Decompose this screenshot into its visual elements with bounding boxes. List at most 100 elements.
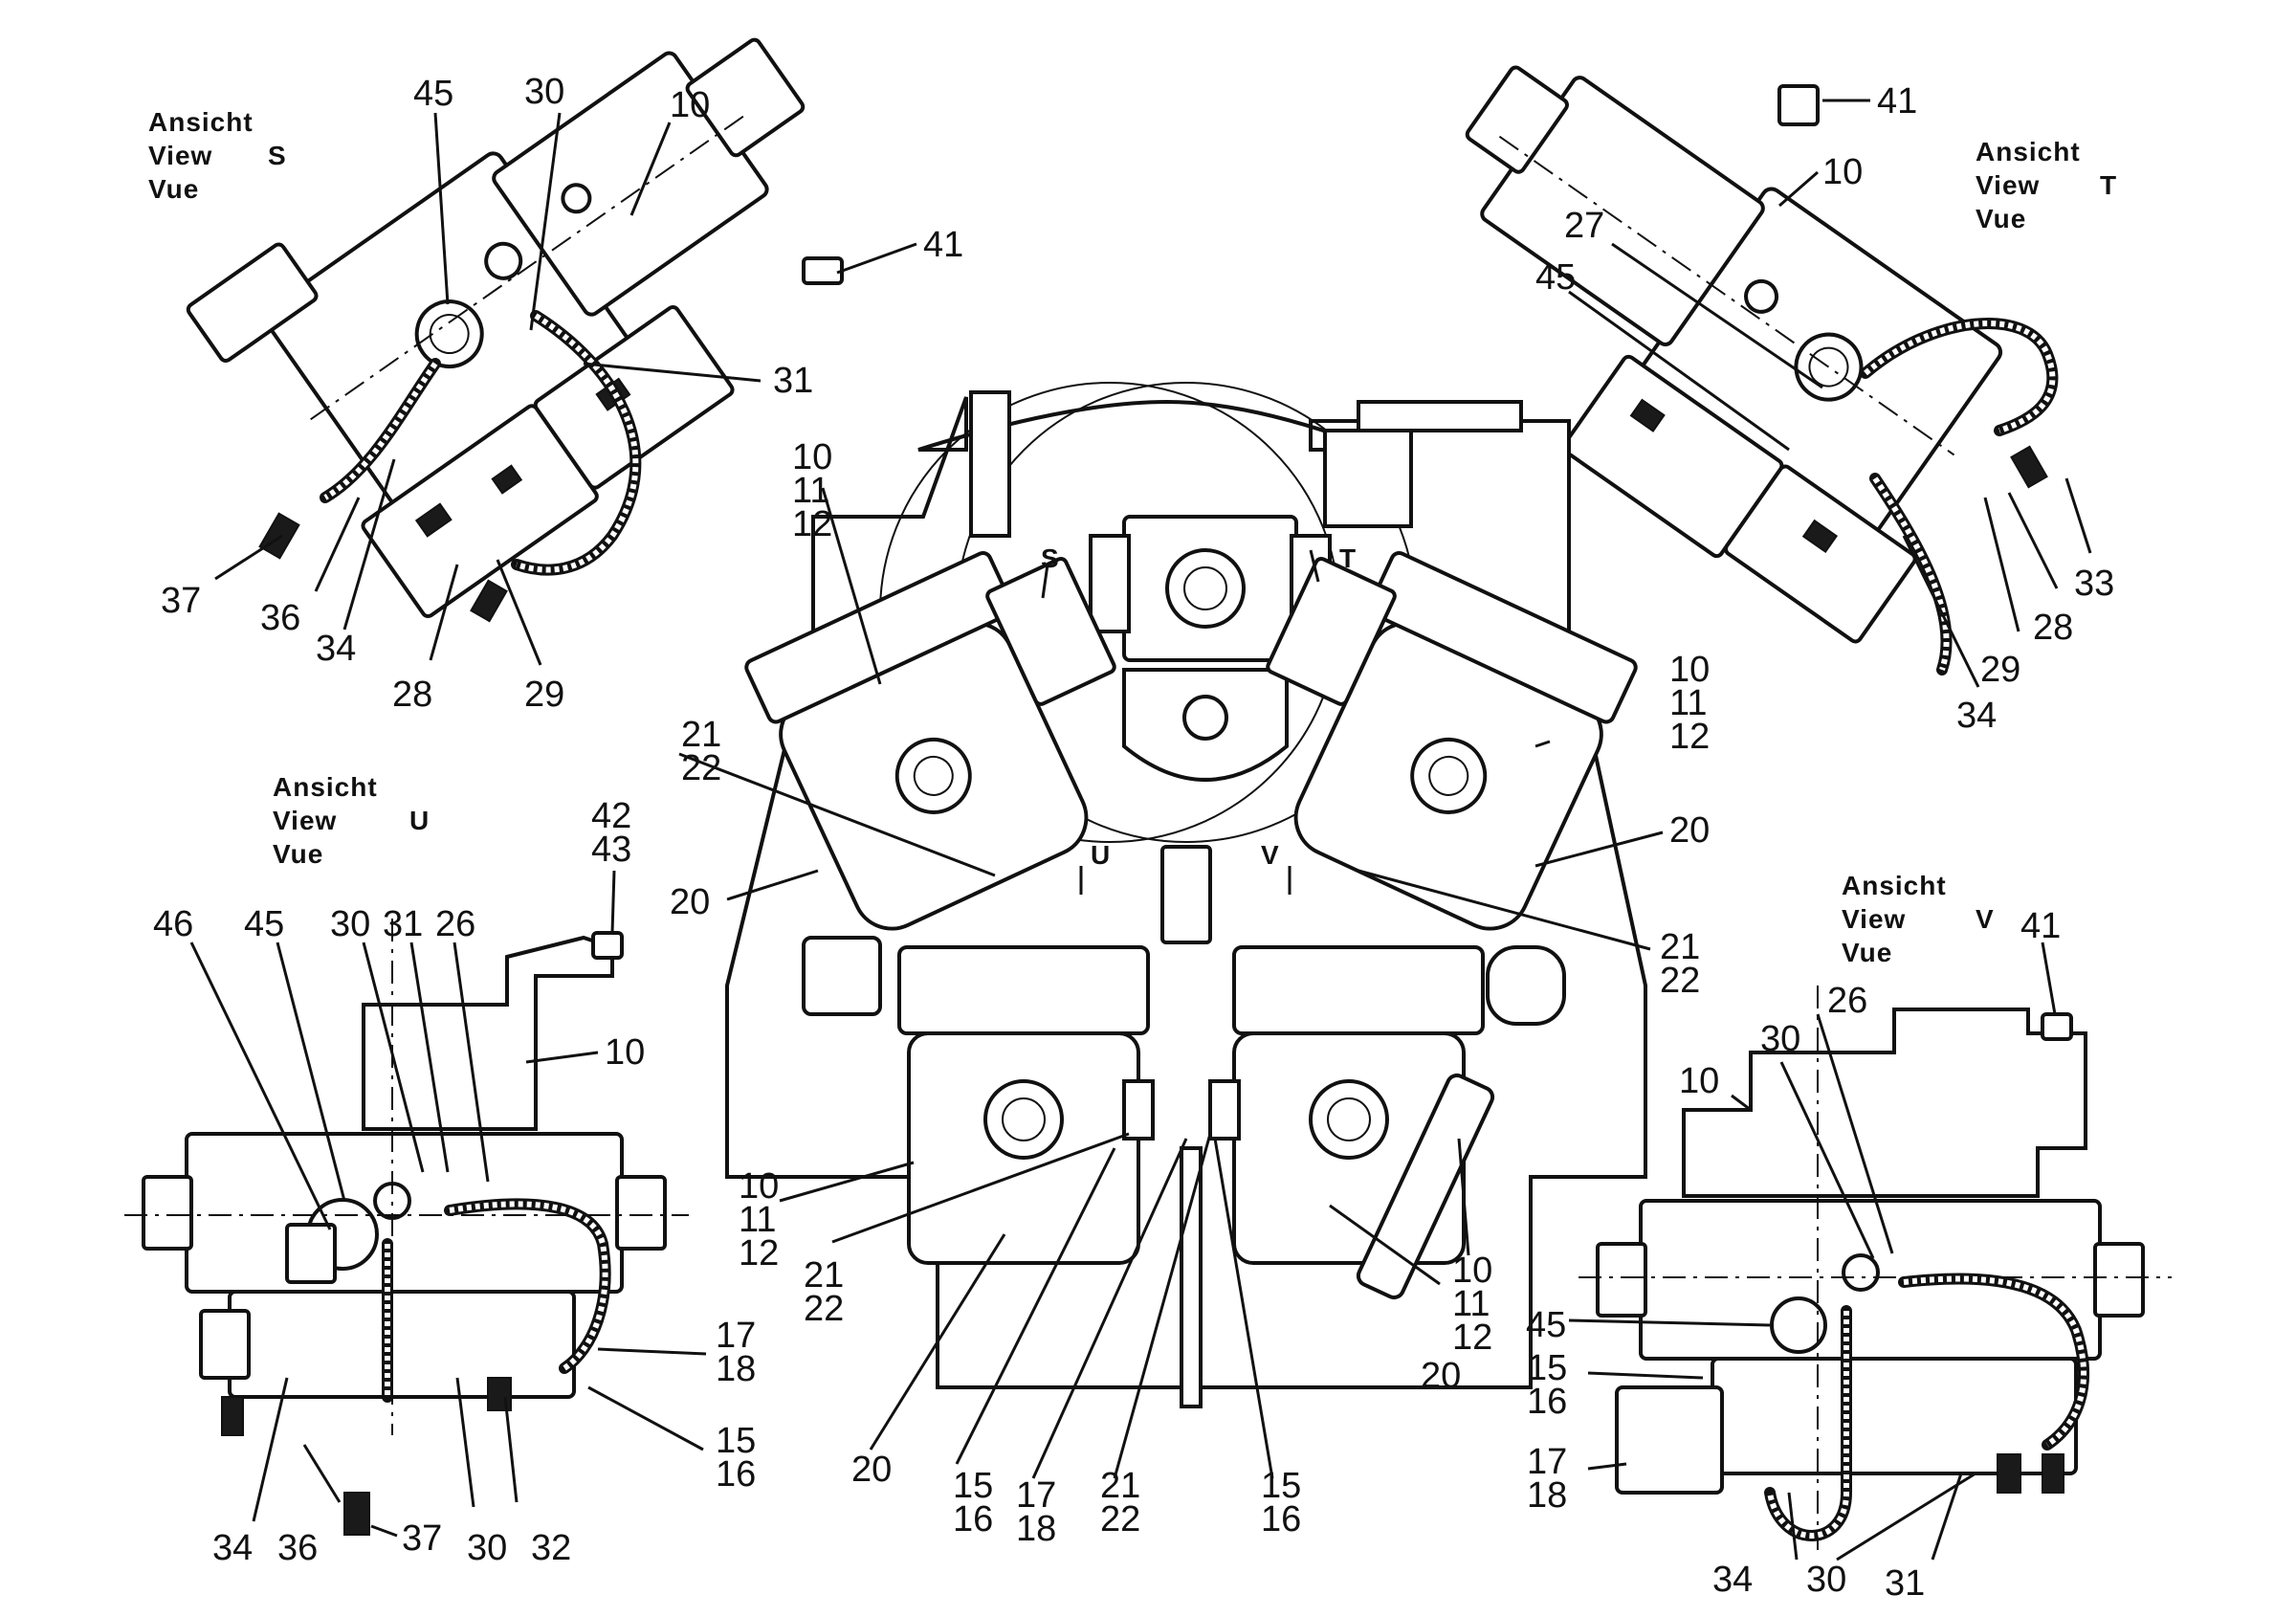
view-s-letter: S bbox=[268, 141, 287, 170]
label-10: 10 bbox=[1452, 1251, 1492, 1291]
label-30: 30 bbox=[330, 904, 370, 944]
label-18: 18 bbox=[716, 1349, 756, 1389]
label-30: 30 bbox=[1760, 1019, 1800, 1059]
label-15: 15 bbox=[716, 1421, 756, 1461]
arrow-u-label: U bbox=[1091, 840, 1111, 870]
label-15: 15 bbox=[1261, 1466, 1301, 1506]
arrow-v-label: V bbox=[1261, 840, 1280, 870]
view-t-title-de: Ansicht bbox=[1976, 137, 2081, 166]
view-v-title-fr: Vue bbox=[1842, 938, 1892, 967]
label-45: 45 bbox=[244, 904, 284, 944]
label-20: 20 bbox=[1669, 810, 1710, 851]
label-15: 15 bbox=[1527, 1348, 1567, 1388]
label-12: 12 bbox=[792, 504, 832, 544]
label-36: 36 bbox=[260, 598, 300, 638]
view-v-title-en: View bbox=[1842, 904, 1906, 934]
view-v-title-de: Ansicht bbox=[1842, 871, 1947, 900]
label-31: 31 bbox=[383, 904, 423, 944]
label-16: 16 bbox=[716, 1454, 756, 1495]
label-45: 45 bbox=[413, 74, 453, 114]
center-leaders bbox=[678, 487, 1664, 1479]
label-11: 11 bbox=[792, 471, 829, 511]
label-34: 34 bbox=[1956, 696, 1997, 736]
label-37: 37 bbox=[161, 581, 201, 621]
label-11: 11 bbox=[1452, 1284, 1490, 1324]
view-s-title-en: View bbox=[148, 141, 212, 170]
label-17: 17 bbox=[1016, 1475, 1056, 1516]
view-u-letter: U bbox=[409, 806, 430, 835]
label-20: 20 bbox=[851, 1450, 892, 1490]
label-26: 26 bbox=[1827, 981, 1867, 1021]
label-41: 41 bbox=[1877, 81, 1917, 122]
label-16: 16 bbox=[953, 1499, 993, 1539]
label-22: 22 bbox=[681, 748, 721, 788]
center-assembly-drawing bbox=[725, 382, 1647, 1408]
view-v-leaders bbox=[1568, 941, 2057, 1562]
view-s-title-fr: Vue bbox=[148, 174, 199, 204]
label-33: 33 bbox=[2074, 564, 2114, 604]
label-18: 18 bbox=[1016, 1509, 1056, 1549]
view-t-title-en: View bbox=[1976, 170, 2040, 200]
view-t-drawing bbox=[1465, 65, 2059, 676]
label-46: 46 bbox=[153, 904, 193, 944]
label-22: 22 bbox=[804, 1289, 844, 1329]
label-20: 20 bbox=[1421, 1356, 1461, 1396]
label-43: 43 bbox=[591, 830, 631, 870]
view-t-letter: T bbox=[2100, 170, 2117, 200]
label-36: 36 bbox=[277, 1528, 318, 1568]
label-21: 21 bbox=[1660, 927, 1700, 967]
label-34: 34 bbox=[1712, 1560, 1753, 1600]
view-s-drawing bbox=[186, 37, 844, 623]
label-10: 10 bbox=[1822, 152, 1863, 192]
label-30: 30 bbox=[467, 1528, 507, 1568]
view-s-title-de: Ansicht bbox=[148, 107, 254, 137]
label-42: 42 bbox=[591, 796, 631, 836]
label-10: 10 bbox=[739, 1166, 779, 1207]
label-34: 34 bbox=[316, 629, 356, 669]
label-31: 31 bbox=[773, 361, 813, 401]
label-26: 26 bbox=[435, 904, 475, 944]
label-21: 21 bbox=[681, 715, 721, 755]
label-30: 30 bbox=[524, 72, 564, 112]
label-22: 22 bbox=[1100, 1499, 1140, 1539]
label-22: 22 bbox=[1660, 961, 1700, 1001]
label-15: 15 bbox=[953, 1466, 993, 1506]
view-v-letter: V bbox=[1976, 904, 1995, 934]
label-12: 12 bbox=[1452, 1318, 1492, 1358]
center-view-arrows bbox=[1041, 549, 1320, 895]
label-29: 29 bbox=[1980, 650, 2020, 690]
label-41: 41 bbox=[923, 225, 963, 265]
label-31: 31 bbox=[1885, 1563, 1925, 1604]
view-t-title-fr: Vue bbox=[1976, 204, 2026, 233]
label-30: 30 bbox=[1806, 1560, 1846, 1600]
view-u-title-fr: Vue bbox=[273, 839, 323, 869]
label-45: 45 bbox=[1526, 1305, 1566, 1345]
label-10: 10 bbox=[605, 1032, 645, 1073]
label-17: 17 bbox=[716, 1316, 756, 1356]
label-11: 11 bbox=[739, 1200, 776, 1240]
label-45: 45 bbox=[1535, 257, 1576, 298]
label-27: 27 bbox=[1564, 206, 1604, 246]
label-12: 12 bbox=[1669, 717, 1710, 757]
label-34: 34 bbox=[212, 1528, 253, 1568]
view-v-drawing bbox=[1578, 986, 2172, 1550]
label-16: 16 bbox=[1527, 1382, 1567, 1422]
label-29: 29 bbox=[524, 675, 564, 715]
view-u-title-de: Ansicht bbox=[273, 772, 378, 802]
label-10: 10 bbox=[792, 437, 832, 477]
view-s-leaders bbox=[214, 112, 917, 666]
label-12: 12 bbox=[739, 1233, 779, 1274]
label-16: 16 bbox=[1261, 1499, 1301, 1539]
label-10: 10 bbox=[670, 85, 710, 125]
view-u-leaders bbox=[189, 870, 707, 1538]
label-37: 37 bbox=[402, 1518, 442, 1559]
label-21: 21 bbox=[804, 1255, 844, 1296]
label-11: 11 bbox=[1669, 683, 1707, 723]
arrow-s-label: S bbox=[1041, 543, 1060, 573]
label-10: 10 bbox=[1679, 1061, 1719, 1101]
view-u-drawing bbox=[124, 919, 689, 1536]
arrow-t-label: T bbox=[1339, 543, 1357, 573]
label-17: 17 bbox=[1527, 1442, 1567, 1482]
view-t-leaders bbox=[1568, 99, 2092, 688]
